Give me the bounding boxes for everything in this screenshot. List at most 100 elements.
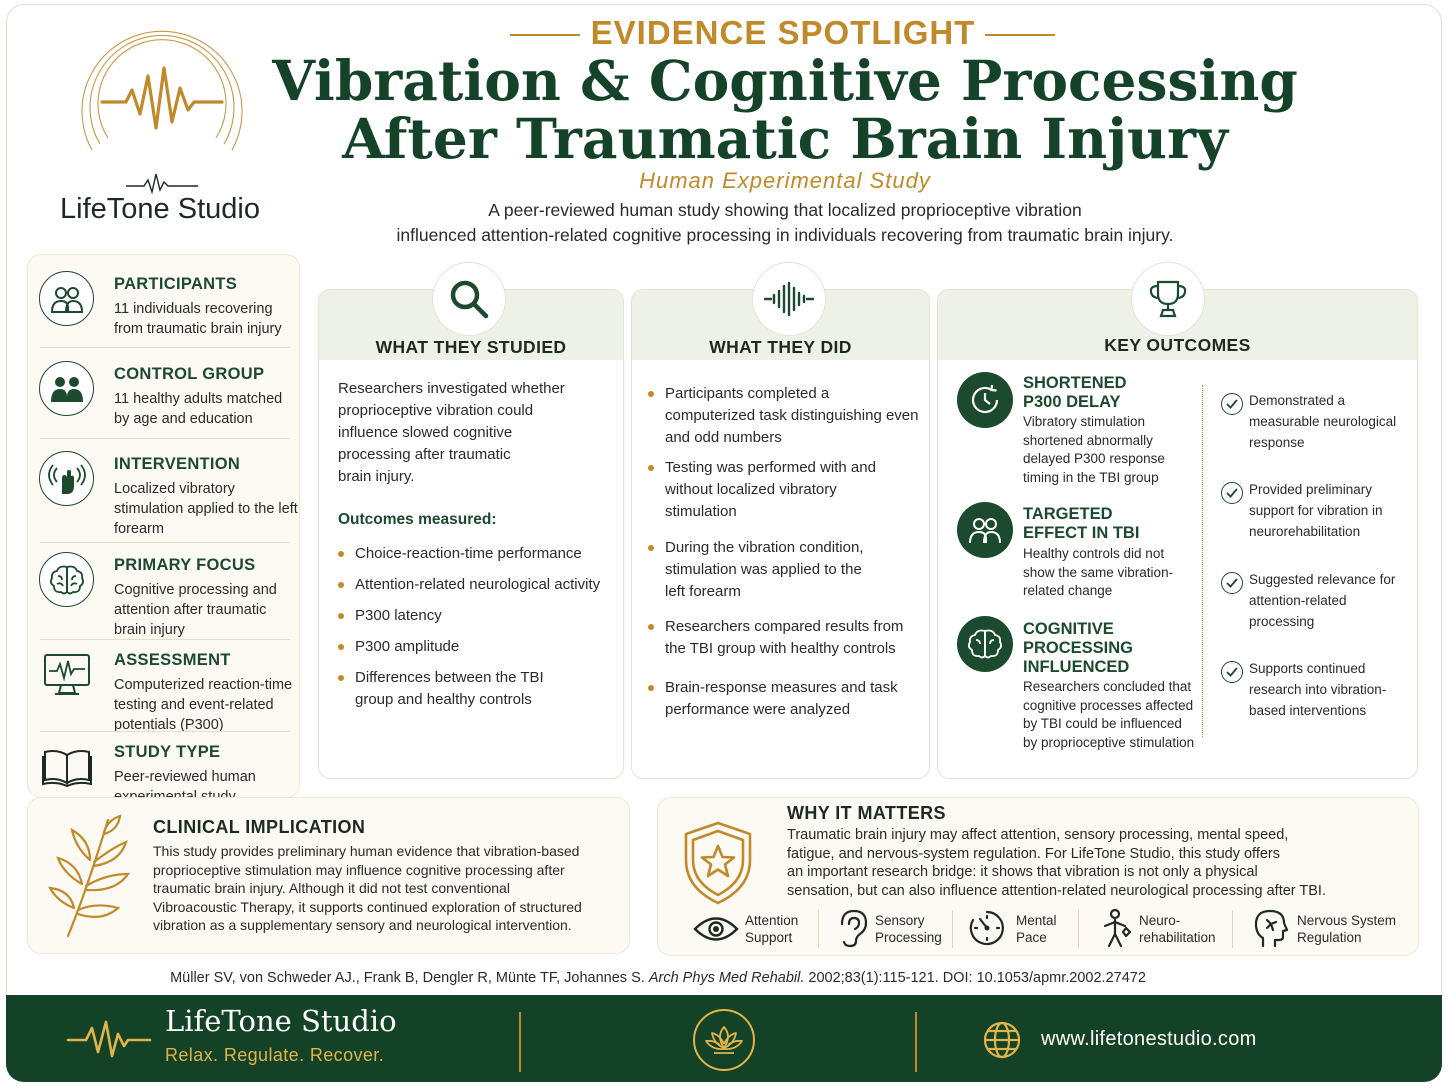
why-text: Traumatic brain injury may affect attent… <box>787 826 1407 900</box>
why-item-neuro-rehab: Neuro-rehabilitation <box>1101 908 1221 948</box>
divider <box>818 910 819 948</box>
page-subtitle: Human Experimental Study <box>639 168 931 193</box>
sidebar-item-title: ASSESSMENT <box>114 651 231 669</box>
study-facts-sidebar: PARTICIPANTS 11 individuals recovering f… <box>27 254 300 805</box>
why-item-label: Neuro-rehabilitation <box>1139 913 1216 945</box>
divider <box>952 910 953 948</box>
check-icon <box>1221 482 1243 504</box>
finding-text: Vibratory stimulation shortened abnormal… <box>1023 414 1165 485</box>
sidebar-item-title: INTERVENTION <box>114 455 241 473</box>
citation-details: 2002;83(1):115-121. DOI: 10.1053/apmr.20… <box>804 970 1146 986</box>
head-nerves-icon <box>1254 909 1289 948</box>
sidebar-item-title: PARTICIPANTS <box>114 275 238 293</box>
intro-text: A peer-reviewed human study showing that… <box>290 198 1280 248</box>
outcomes-measured-label: Outcomes measured: <box>338 511 497 528</box>
intro-line-2: influenced attention-related cognitive p… <box>396 225 1174 245</box>
list-item: Testing was performed with and without l… <box>648 457 895 523</box>
soundwave-icon <box>752 262 826 336</box>
card-heading: WHAT THEY DID <box>709 337 852 357</box>
brain-icon <box>39 552 94 607</box>
shield-star-icon <box>682 820 754 911</box>
text-line: proprioceptive stimulation may influence… <box>153 861 565 878</box>
check-icon <box>1221 393 1243 415</box>
page-title: Vibration & Cognitive Processing After T… <box>0 52 1448 168</box>
divider <box>40 438 290 439</box>
title-line-2: After Traumatic Brain Injury <box>342 106 1228 171</box>
text-line: This study provides preliminary human ev… <box>153 843 580 859</box>
divider <box>40 731 290 732</box>
people-icon <box>39 271 94 326</box>
person-recovery-icon <box>1103 908 1132 948</box>
list-item: Researchers compared results from the TB… <box>648 616 915 660</box>
divider <box>1232 910 1233 948</box>
check-icon <box>1221 572 1243 594</box>
finding-title: SHORTENED P300 DELAY <box>1023 374 1127 411</box>
list-item: During the vibration condition, stimulat… <box>648 537 885 603</box>
waveform-icon <box>81 30 243 195</box>
card-what-they-studied: WHAT THEY STUDIED Researchers investigat… <box>318 289 624 779</box>
check-text: Supports continued research into vibrati… <box>1249 661 1387 718</box>
divider <box>40 347 290 348</box>
eyebrow-rule-left <box>510 34 580 36</box>
footer-divider <box>519 1012 521 1072</box>
check-text: Provided preliminary support for vibrati… <box>1249 482 1383 539</box>
list-item: Participants completed a computerized ta… <box>648 383 923 449</box>
text-line: traumatic brain injury. Although it did … <box>153 880 510 896</box>
search-icon <box>432 262 506 336</box>
footer-website-link[interactable]: www.lifetonestudio.com <box>1041 1028 1257 1050</box>
sidebar-item-text: Cognitive processing and attention after… <box>114 582 277 638</box>
citation-journal: Arch Phys Med Rehabil. <box>648 970 805 986</box>
footer-brand: LifeTone Studio <box>165 1004 397 1038</box>
studied-description: Researchers investigated whether proprio… <box>338 378 618 488</box>
text-line: Vibroacoustic Therapy, it supports conti… <box>153 898 582 915</box>
brain-icon <box>957 616 1013 672</box>
list-item: Brain-response measures and task perform… <box>648 677 905 721</box>
lotus-icon <box>693 1009 755 1071</box>
waveform-icon <box>66 1020 152 1058</box>
text-line: proprioceptive vibration could <box>338 402 534 419</box>
sidebar-item-text: Localized vibratory stimulation applied … <box>114 481 298 537</box>
group-icon <box>39 361 94 416</box>
check-text: Demonstrated a measurable neurological r… <box>1249 393 1397 450</box>
text-line: fatigue, and nervous-system regulation. … <box>787 845 1280 862</box>
card-heading: KEY OUTCOMES <box>1104 335 1251 355</box>
divider <box>40 639 290 640</box>
list-item: Attention-related neurological activity <box>338 574 619 596</box>
card-what-they-did: WHAT THEY DID Participants completed a c… <box>631 289 930 779</box>
clinical-heading: CLINICAL IMPLICATION <box>153 817 366 837</box>
divider <box>40 542 290 543</box>
why-it-matters-panel: WHY IT MATTERS Traumatic brain injury ma… <box>657 797 1419 956</box>
globe-icon <box>983 1021 1021 1059</box>
people-icon <box>957 502 1013 558</box>
intro-line-1: A peer-reviewed human study showing that… <box>488 200 1082 220</box>
sidebar-item-text: 11 individuals recovering from traumatic… <box>114 301 282 337</box>
eye-icon <box>693 917 739 941</box>
list-item: P300 latency <box>338 605 615 627</box>
finding-text: Researchers concluded that cognitive pro… <box>1023 679 1195 750</box>
monitor-icon <box>39 647 94 702</box>
sidebar-item-title: STUDY TYPE <box>114 743 221 761</box>
card-heading: WHAT THEY STUDIED <box>375 337 567 357</box>
finding-text: Healthy controls did not show the same v… <box>1023 546 1174 598</box>
why-heading: WHY IT MATTERS <box>787 803 946 823</box>
clock-icon <box>957 372 1013 428</box>
list-item: Choice-reaction-time performance <box>338 543 615 565</box>
brand-logo <box>64 10 260 206</box>
book-icon <box>39 739 94 794</box>
text-line: Traumatic brain injury may affect attent… <box>787 827 1289 843</box>
list-item: Differences between the TBI group and he… <box>338 667 575 711</box>
gauge-icon <box>969 910 1004 946</box>
ear-icon <box>840 909 868 948</box>
sidebar-item-text: Computerized reaction-time testing and e… <box>114 677 293 733</box>
title-line-1: Vibration & Cognitive Processing <box>272 48 1298 113</box>
citation: Müller SV, von Schweder AJ., Frank B, De… <box>0 970 1316 986</box>
eyebrow-label: EVIDENCE SPOTLIGHT <box>590 14 976 51</box>
